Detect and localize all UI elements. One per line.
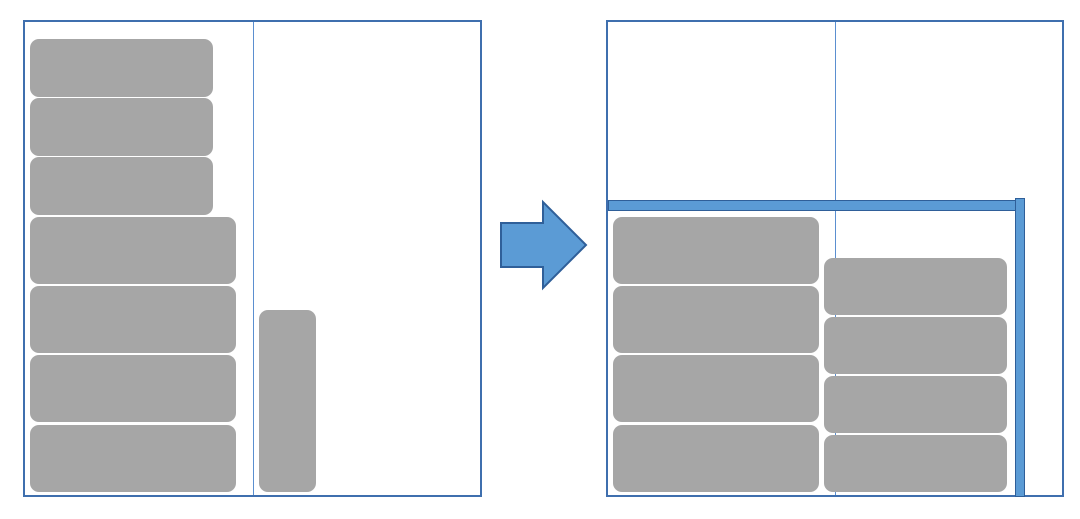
before-left-block-1 — [30, 39, 213, 97]
after-left-block-4 — [613, 425, 819, 492]
right-arrow-icon — [500, 199, 588, 291]
before-left-block-2 — [30, 98, 213, 156]
after-left-block-1 — [613, 217, 819, 284]
after-left-block-2 — [613, 286, 819, 353]
shelf-frame-top — [608, 200, 1025, 211]
before-left-block-6 — [30, 355, 236, 422]
after-panel — [606, 20, 1064, 497]
before-column-divider — [253, 22, 254, 495]
shelf-frame-post — [1015, 198, 1025, 497]
before-left-block-4 — [30, 217, 236, 284]
after-right-block-3 — [824, 376, 1007, 433]
after-right-block-1 — [824, 258, 1007, 315]
before-left-block-7 — [30, 425, 236, 492]
after-left-block-3 — [613, 355, 819, 422]
before-left-block-3 — [30, 157, 213, 215]
after-right-block-2 — [824, 317, 1007, 374]
before-right-block-1 — [259, 310, 316, 492]
before-panel — [23, 20, 482, 497]
after-right-block-4 — [824, 435, 1007, 492]
before-left-block-5 — [30, 286, 236, 353]
